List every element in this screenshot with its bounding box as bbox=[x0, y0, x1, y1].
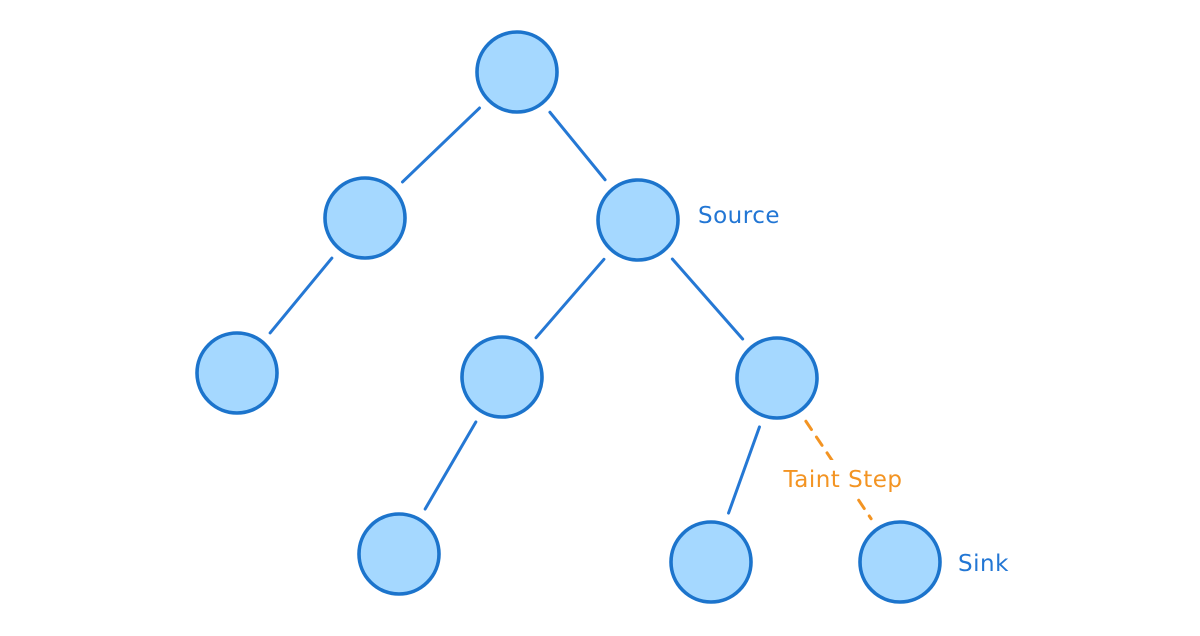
node-root bbox=[475, 30, 559, 114]
node-left bbox=[323, 176, 407, 260]
edge-right-right-left bbox=[727, 425, 761, 515]
node-source bbox=[596, 178, 680, 262]
node-sink bbox=[858, 520, 942, 604]
edge-root-left bbox=[401, 106, 481, 184]
taint-step-label: Taint Step bbox=[782, 467, 902, 493]
taint-step-label-backdrop bbox=[775, 460, 911, 496]
node-right-left bbox=[669, 520, 753, 604]
edge-mid-mid-left bbox=[423, 420, 478, 511]
sink-label: Sink bbox=[958, 551, 1009, 577]
edge-left-left-left bbox=[268, 256, 334, 335]
node-left-left bbox=[195, 331, 279, 415]
source-label: Source bbox=[698, 203, 780, 229]
edge-source-mid bbox=[534, 257, 606, 340]
node-mid bbox=[460, 335, 544, 419]
node-mid-left bbox=[357, 512, 441, 596]
edge-root-source bbox=[548, 110, 607, 182]
edge-source-right bbox=[670, 257, 745, 341]
node-right bbox=[735, 336, 819, 420]
